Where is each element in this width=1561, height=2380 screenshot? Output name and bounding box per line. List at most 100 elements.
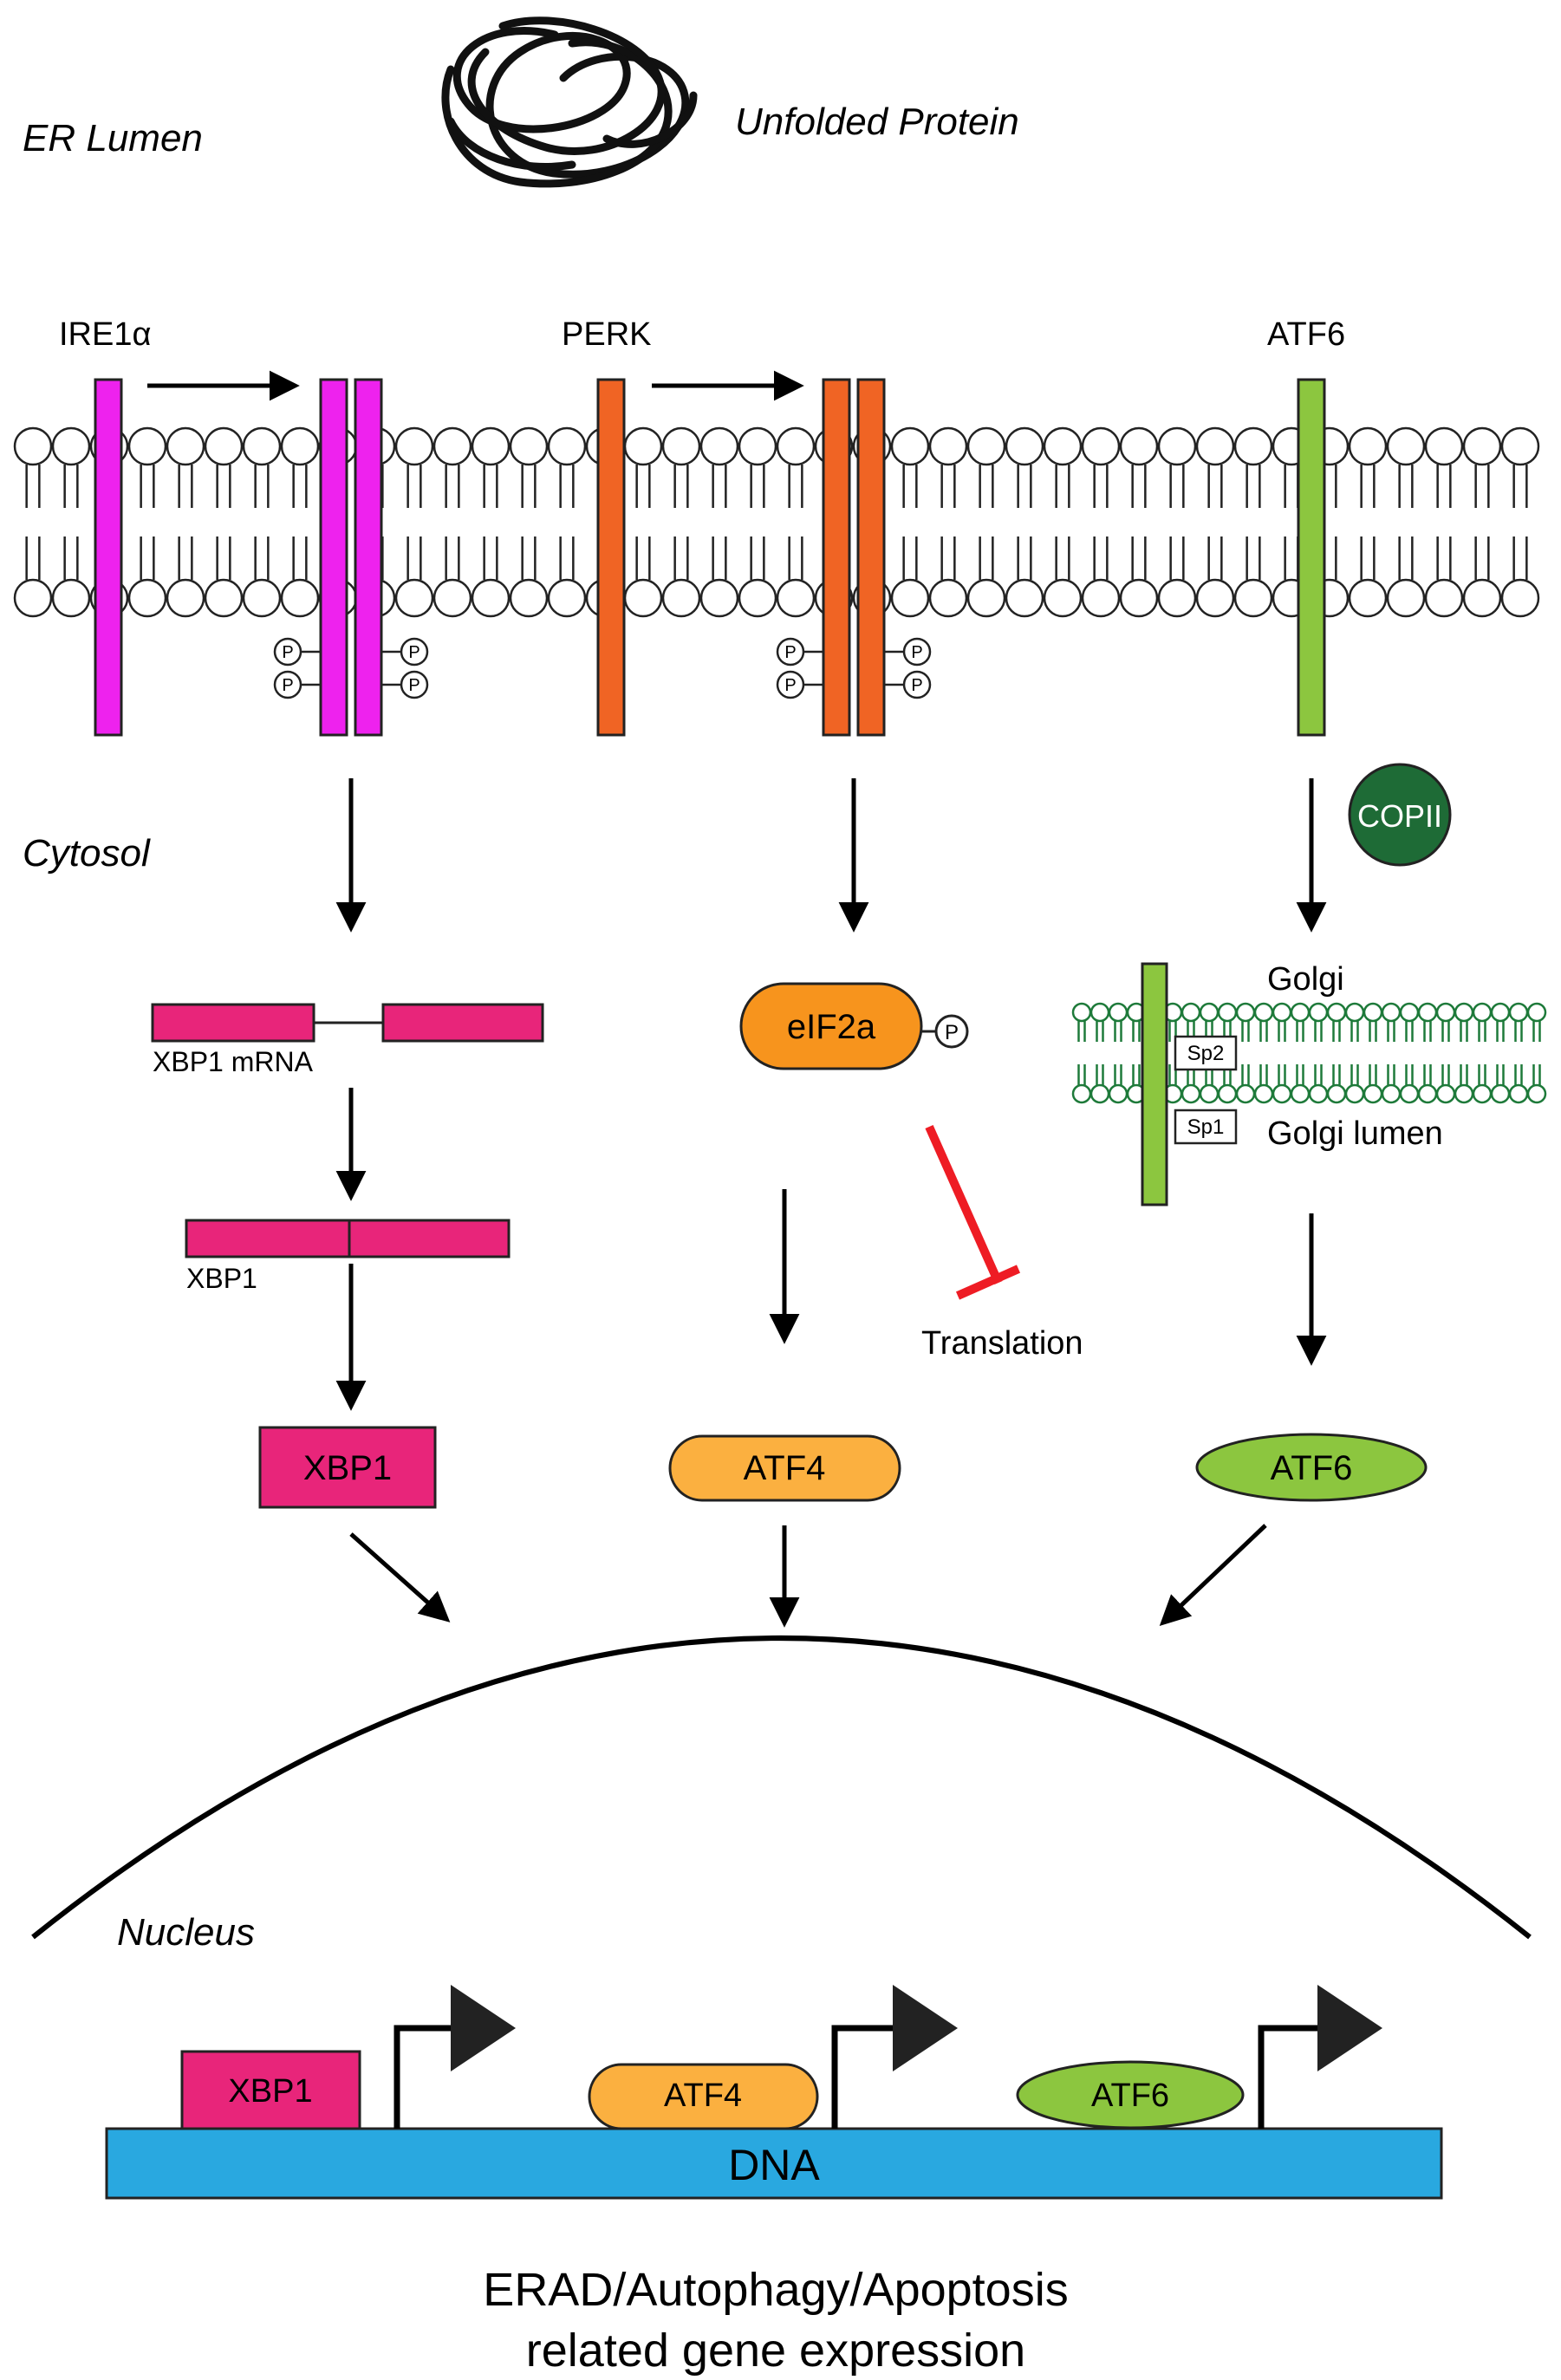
lipid-head [1217,1002,1238,1023]
lipid-head [966,426,1006,466]
dna-bound-xbp1-label: XBP1 [228,2073,312,2110]
translation-inhibition-bar [955,1265,1021,1300]
xbp1-mrna-label: XBP1 mRNA [153,1046,314,1077]
dna-bound-atf6 [1016,2060,1245,2130]
perk-monomer [596,378,626,737]
lipid-head [1386,578,1426,618]
outcome-line-1: ERAD/Autophagy/Apoptosis [483,2264,1068,2316]
atf6-golgi-sensor [1141,962,1168,1206]
lipid-head [127,578,167,618]
lipid-head [1308,1083,1329,1104]
lipid-head [1005,426,1044,466]
lipid-head [1043,426,1083,466]
sp1-label: Sp1 [1187,1115,1225,1139]
lipid-head [547,426,587,466]
eif2a-protein [739,982,923,1070]
golgi-membrane-bilayer [1071,1002,1547,1104]
lipid-head [433,578,472,618]
lipid-head [471,426,511,466]
atf4-protein-label: ATF4 [744,1449,826,1487]
lipid-head [1424,578,1464,618]
lipid-head [1381,1002,1402,1023]
xbp1-mrna-exon-right [381,1003,544,1043]
lipid-head [623,426,663,466]
perk-dimer-right [856,378,886,737]
lipid-head [738,578,777,618]
perk-label: PERK [562,316,651,353]
lipid-head [1290,1083,1311,1104]
golgi-label: Golgi [1267,961,1344,998]
lipid-head [928,426,968,466]
phospho-label: P [784,643,796,662]
lipid-head [1399,1002,1420,1023]
atf6-sensor [1297,378,1326,737]
lipid-head [13,426,53,466]
dna-label: DNA [728,2141,820,2189]
lipid-head [1235,1002,1256,1023]
lipid-head [1526,1002,1547,1023]
lipid-head [394,578,434,618]
lipid-head [1199,1002,1220,1023]
lipid-head [1326,1083,1347,1104]
phospho-label: P [408,676,420,695]
lipid-head [1500,578,1540,618]
dna-bound-xbp1 [180,2050,361,2130]
perk-dimer-left [822,378,851,737]
lipid-head [1253,1002,1274,1023]
atf6-sensor-label: ATF6 [1267,316,1345,353]
lipid-head [928,578,968,618]
phospho-label: P [282,676,293,695]
lipid-head [1417,1083,1438,1104]
lipid-head [699,578,739,618]
phospho-label: P [911,676,922,695]
ire1-dimer-left [319,378,348,737]
sp2-protease [1174,1035,1238,1071]
lipid-head [1454,1002,1474,1023]
lipid-head [471,578,511,618]
lipid-head [661,426,701,466]
dna-bound-atf4 [588,2063,819,2130]
lipid-head [1472,1083,1493,1104]
lipid-head [1235,1083,1256,1104]
lipid-head [1071,1083,1092,1104]
lipid-head [394,426,434,466]
lipid-head [776,426,816,466]
lipid-head [1381,1083,1402,1104]
cytosol-label: Cytosol [23,832,151,875]
lipid-head [1500,426,1540,466]
xbp1-spliced-label: XBP1 [186,1263,257,1294]
atf4-protein [668,1434,901,1502]
eif2a-phospho-circle [934,1014,969,1049]
lipid-head [1344,1083,1365,1104]
dna-strand [105,2127,1443,2200]
phospho-circle [776,637,805,667]
lipid-head [1490,1002,1511,1023]
promoter-arrow-atf6-icon [1258,1985,1382,2129]
lipid-head [1181,1002,1201,1023]
lipid-head [1435,1002,1456,1023]
lipid-head [509,578,549,618]
lipid-head [433,426,472,466]
lipid-head [280,578,320,618]
lipid-head [127,426,167,466]
xbp1-to-nucleus-arrow [349,1532,451,1622]
lipid-head [1435,1083,1456,1104]
lipid-head [1195,426,1235,466]
xbp1-protein-label: XBP1 [303,1449,392,1487]
ire1-monomer [94,378,123,737]
lipid-head [1081,578,1121,618]
lipid-head [13,578,53,618]
xbp1-protein [258,1426,437,1509]
lipid-head [1233,578,1273,618]
lipid-head [1526,1083,1547,1104]
golgi-lumen-label: Golgi lumen [1267,1115,1443,1152]
lipid-head [51,578,91,618]
lipid-head [1043,578,1083,618]
lipid-head [1417,1002,1438,1023]
lipid-head [547,578,587,618]
phospho-label: P [911,643,922,662]
lipid-head [1326,1002,1347,1023]
translation-inhibition-line [925,1124,1003,1285]
eif2a-label: eIF2a [787,1008,876,1046]
